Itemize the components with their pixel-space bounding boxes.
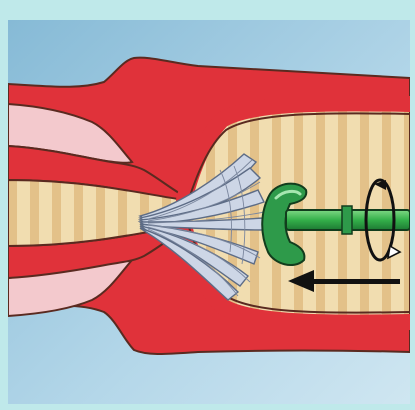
illustration-panel bbox=[8, 20, 410, 404]
brush-shaft bbox=[286, 206, 410, 234]
root-canal-brush-illustration bbox=[8, 20, 410, 404]
